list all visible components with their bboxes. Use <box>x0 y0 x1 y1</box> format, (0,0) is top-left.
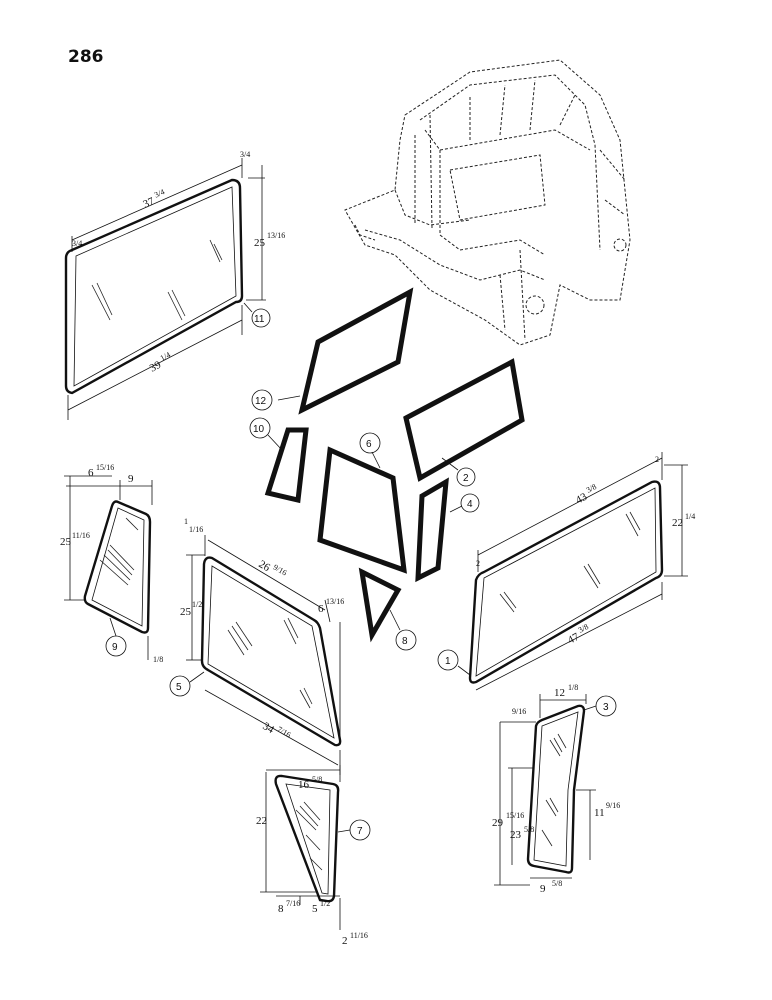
dim-3-height-3: 11 <box>594 807 605 819</box>
callout-7: 7 <box>357 826 363 837</box>
callout-6: 6 <box>366 439 372 450</box>
dim-5-bottom-frac: 7/16 <box>276 725 293 740</box>
callout-2-circle <box>456 467 476 487</box>
dim-9-width-2: 9 <box>128 473 134 485</box>
callout-6-circle <box>359 432 381 454</box>
dim-7-top-frac: 5/8 <box>312 775 322 784</box>
dim-5-corner-frac: 1/16 <box>189 525 203 534</box>
dim-5-height-frac: 1/2 <box>192 600 202 609</box>
dim-3-bottom-frac: 5/8 <box>552 879 562 888</box>
dim-11-top-frac: 3/4 <box>153 187 166 199</box>
dim-9-height: 25 <box>60 536 72 548</box>
dim-5-corner-whole: 1 <box>184 517 188 526</box>
glass-part-2: 2 <box>403 358 525 487</box>
glass-part-6: 6 <box>317 432 407 574</box>
callout-1-circle <box>437 649 459 671</box>
dim-1-height-frac: 1/4 <box>685 512 695 521</box>
glass-part-5: 26 9/16 25 1/2 6 13/16 34 7/16 1 1/16 5 <box>169 517 344 775</box>
dim-7-bottom-1-frac: 7/16 <box>286 899 300 908</box>
callout-8: 8 <box>402 636 408 647</box>
glass-part-11: 37 3/4 39 1/4 25 13/16 3/4 3/4 11 <box>64 150 285 420</box>
glass-part-4: 4 <box>415 477 480 583</box>
dim-3-height-1: 29 <box>492 817 504 829</box>
dim-7-bottom-3-frac: 11/16 <box>350 931 368 940</box>
dim-11-top-width: 37 <box>141 195 156 211</box>
callout-11-circle <box>251 308 271 328</box>
dim-1-bottom-frac: 3/8 <box>577 622 590 635</box>
dim-3-top-width: 12 <box>554 687 565 699</box>
dim-5-top-width: 26 <box>257 558 273 574</box>
glass-part-3: 12 1/8 9/16 29 15/16 23 5/8 11 9/16 9 5/… <box>492 683 620 895</box>
dim-7-bottom-2: 5 <box>312 903 318 915</box>
dim-5-right-frac: 13/16 <box>326 597 344 606</box>
glass-part-10: 10 <box>249 417 309 504</box>
dim-11-bottom-frac: 1/4 <box>159 350 172 363</box>
dim-11-height: 25 <box>254 237 266 249</box>
callout-12: 12 <box>255 396 267 407</box>
callout-2: 2 <box>463 473 469 484</box>
callout-3: 3 <box>603 702 609 713</box>
callout-3-circle <box>595 695 617 717</box>
callout-11: 11 <box>254 314 265 325</box>
dim-11-height-frac: 13/16 <box>267 231 285 240</box>
dim-7-top-width: 16 <box>298 779 310 791</box>
dim-5-top-frac: 9/16 <box>272 563 289 578</box>
callout-5: 5 <box>176 682 182 693</box>
callout-5-circle <box>169 675 191 697</box>
dim-11-corner-top: 3/4 <box>240 150 250 159</box>
dim-5-right: 6 <box>318 603 324 615</box>
cab-frame-drawing <box>344 59 631 346</box>
dim-3-height-1-frac: 15/16 <box>506 811 524 820</box>
callout-4-circle <box>460 493 480 513</box>
dim-7-bottom-2-frac: 1/2 <box>320 899 330 908</box>
glass-part-9: 6 15/16 9 25 11/16 1/8 9 <box>60 463 163 664</box>
dim-9-width-1-frac: 15/16 <box>96 463 114 472</box>
dim-9-bottom: 1/8 <box>153 655 163 664</box>
dim-3-height-2-frac: 5/8 <box>524 825 534 834</box>
dim-3-top-frac: 1/8 <box>568 683 578 692</box>
dim-3-height-3-frac: 9/16 <box>606 801 620 810</box>
dim-3-height-2: 23 <box>510 829 522 841</box>
dim-7-height: 22 <box>256 815 267 827</box>
dim-7-bottom-1: 8 <box>278 903 284 915</box>
callout-7-circle <box>349 819 371 841</box>
dim-9-height-frac: 11/16 <box>72 531 90 540</box>
dim-3-corner: 9/16 <box>512 707 526 716</box>
dim-1-height: 22 <box>672 517 683 529</box>
dim-11-corner-left: 3/4 <box>72 239 82 248</box>
dim-5-height: 25 <box>180 606 192 618</box>
dim-1-corner-left: 2 <box>476 559 480 568</box>
glass-part-7: 16 5/8 22 8 7/16 5 1/2 2 11/16 7 <box>256 765 371 947</box>
callout-8-circle <box>395 629 417 651</box>
callout-9: 9 <box>112 642 118 653</box>
glass-part-12: 12 <box>251 287 414 415</box>
dim-3-bottom-width: 9 <box>540 883 546 895</box>
callout-9-circle <box>105 635 127 657</box>
dim-1-top-frac: 3/8 <box>585 482 598 495</box>
page-number: 286 <box>68 47 104 67</box>
glass-part-1: 43 3/8 47 3/8 22 1/4 2 2 1 <box>437 452 695 691</box>
dim-7-bottom-3: 2 <box>342 935 348 947</box>
callout-4: 4 <box>467 499 473 510</box>
callout-1: 1 <box>445 656 451 667</box>
dim-9-width-1: 6 <box>88 467 94 479</box>
callout-10: 10 <box>253 424 265 435</box>
callout-12-circle <box>251 389 273 411</box>
glass-part-8: 8 <box>358 567 417 651</box>
callout-10-circle <box>249 417 271 439</box>
dim-1-corner-top: 2 <box>655 455 659 464</box>
